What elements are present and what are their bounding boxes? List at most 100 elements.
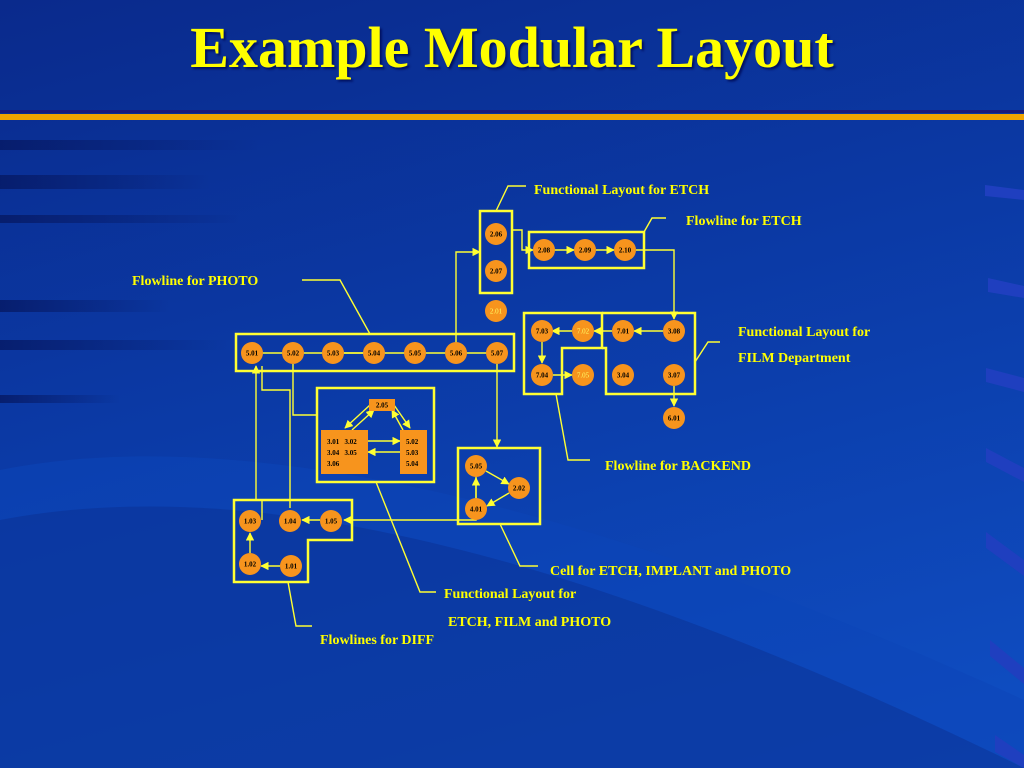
node-cell-4-01: 4.01 (465, 498, 487, 520)
connector-205-left (344, 404, 371, 429)
node-label: 2.08 (538, 247, 551, 255)
node-label: 7.01 (617, 328, 630, 336)
node-label: 7.02 (577, 328, 590, 336)
label-flowline-backend: Flowline for BACKEND (605, 459, 751, 474)
slide-title: Example Modular Layout (190, 15, 834, 80)
label-flowline-photo: Flowline for PHOTO (132, 274, 258, 289)
node-label: 3.08 (668, 328, 681, 336)
leader-cell (499, 523, 538, 567)
node-label: 7.04 (536, 372, 549, 380)
efp-left-group (321, 430, 368, 474)
node-5-06: 5.06 (445, 342, 467, 364)
connector-diff-up-to-501 (256, 366, 262, 520)
leader-diff (287, 581, 312, 627)
node-3-07: 3.07 (663, 364, 685, 386)
node-7-04: 7.04 (531, 364, 553, 386)
efp-left-row2: 3.04 3.05 (327, 449, 357, 457)
node-label: 1.02 (244, 561, 257, 569)
node-cell-5-05: 5.05 (465, 455, 487, 477)
node-label: 1.01 (285, 563, 298, 571)
node-5-01: 5.01 (241, 342, 263, 364)
diff-flowline-box (232, 498, 354, 584)
node-5-07: 5.07 (486, 342, 508, 364)
bg-stripe (0, 395, 120, 403)
node-5-04: 5.04 (363, 342, 385, 364)
connector-left-to-205 (351, 409, 375, 431)
connector-205-right (393, 404, 411, 429)
node-6-01: 6.01 (663, 407, 685, 429)
leader-efp (375, 481, 436, 593)
node-1-01: 1.01 (280, 555, 302, 577)
node-label: 5.07 (491, 350, 504, 358)
title-underline-dark (0, 110, 1024, 113)
leader-functional-etch (495, 185, 526, 212)
leader-flowline-backend (555, 393, 590, 461)
node-label: 2.02 (513, 485, 526, 493)
node-label: 2.01 (490, 308, 503, 316)
node-1-02: 1.02 (239, 553, 261, 575)
efp-left-row3: 3.06 (327, 460, 340, 468)
efp-right-group (400, 430, 427, 474)
label-functional-etch: Functional Layout for ETCH (534, 183, 709, 198)
label-cell-etch-implant-photo: Cell for ETCH, IMPLANT and PHOTO (550, 564, 791, 579)
node-label: 5.05 (470, 463, 483, 471)
node-2-09: 2.09 (574, 239, 596, 261)
node-label: 2.07 (490, 268, 503, 276)
node-label: 7.05 (577, 372, 590, 380)
bg-stripe (0, 175, 210, 189)
node-7-02: 7.02 (572, 320, 594, 342)
efp-top-node (369, 399, 395, 411)
efp-left-row1: 3.01 3.02 (327, 438, 357, 446)
node-5-05: 5.05 (404, 342, 426, 364)
right-edge-bars (985, 185, 1024, 768)
node-7-05: 7.05 (572, 364, 594, 386)
connector-210-to-308 (636, 249, 679, 320)
node-3-08: 3.08 (663, 320, 685, 342)
leader-flowline-etch (643, 217, 666, 233)
efp-right-row2: 5.03 (406, 449, 419, 457)
node-label: 5.05 (409, 350, 422, 358)
label-flowlines-diff: Flowlines for DIFF (320, 633, 434, 648)
node-label: 5.03 (327, 350, 340, 358)
node-label: 5.06 (450, 350, 463, 358)
node-1-05: 1.05 (320, 510, 342, 532)
node-2-08: 2.08 (533, 239, 555, 261)
node-2-01: 2.01 (485, 300, 507, 322)
leader-flowline-photo (302, 279, 371, 335)
leader-functional-film (694, 341, 720, 363)
connector-right-to-205 (391, 409, 404, 431)
node-3-04: 3.04 (612, 364, 634, 386)
node-7-01: 7.01 (612, 320, 634, 342)
node-label: 1.05 (325, 518, 338, 526)
node-label: 2.09 (579, 247, 592, 255)
title-underline-gold (0, 114, 1024, 120)
efp-top-label: 2.05 (376, 402, 389, 410)
node-2-10: 2.10 (614, 239, 636, 261)
node-label: 2.06 (490, 231, 503, 239)
node-cell-2-02: 2.02 (508, 477, 530, 499)
label-functional-efp-line1: Functional Layout for (444, 587, 576, 602)
bg-stripe (0, 340, 230, 350)
photo-flowline-box (234, 332, 516, 373)
connector-etch-to-etchflow (512, 229, 534, 255)
bg-stripe (0, 215, 240, 223)
node-label: 1.04 (284, 518, 297, 526)
node-label: 4.01 (470, 506, 483, 514)
connector-104-up (261, 366, 291, 508)
bg-swoosh (0, 456, 1024, 768)
node-2-06: 2.06 (485, 223, 507, 245)
node-7-03: 7.03 (531, 320, 553, 342)
cell-box (456, 446, 542, 526)
label-functional-efp-line2: ETCH, FILM and PHOTO (448, 615, 611, 630)
node-5-02: 5.02 (282, 342, 304, 364)
label-functional-film-line1: Functional Layout for (738, 325, 870, 340)
label-flowline-etch: Flowline for ETCH (686, 214, 802, 229)
film-functional-box (602, 311, 697, 396)
node-label: 6.01 (668, 415, 681, 423)
connector-cell-505-202 (485, 470, 510, 485)
connector-photo-to-etch (455, 247, 481, 343)
node-label: 1.03 (244, 518, 257, 526)
node-label: 5.01 (246, 350, 259, 358)
node-label: 7.03 (536, 328, 549, 336)
